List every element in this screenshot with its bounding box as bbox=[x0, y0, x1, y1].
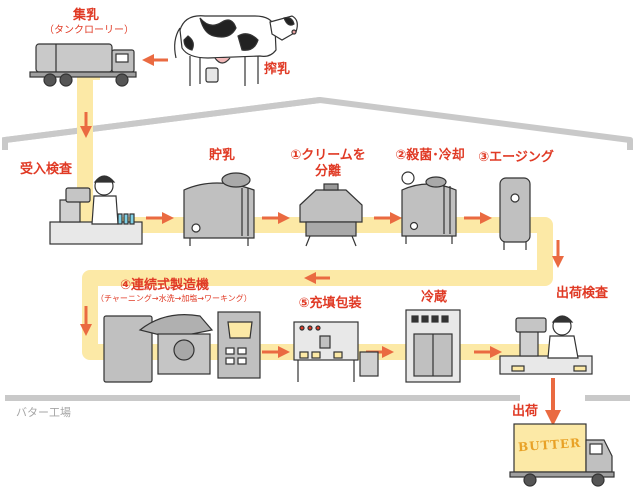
sterilizer-icon bbox=[401, 171, 457, 244]
factory-building bbox=[1, 97, 633, 401]
label-receiving-inspection: 受入検査 bbox=[20, 162, 73, 177]
label-sterilize: ②殺菌･冷却 bbox=[395, 148, 465, 163]
label-shipping: 出荷 bbox=[512, 404, 539, 419]
flow-arrows bbox=[80, 54, 564, 426]
label-milking: 搾乳 bbox=[264, 62, 291, 77]
continuous-machine-icon bbox=[103, 311, 261, 383]
label-continuous-sub: （チャーニング→水洗→加塩→ワーキング） bbox=[96, 294, 252, 303]
label-factory: バター工場 bbox=[16, 406, 71, 419]
cold-storage-icon bbox=[405, 309, 461, 383]
tank-lorry-icon bbox=[29, 43, 137, 87]
receiving-inspection-icon bbox=[49, 175, 143, 245]
label-collection: 集乳 bbox=[72, 8, 100, 23]
shipping-inspection-icon bbox=[499, 315, 593, 375]
label-cream-separation-1: ①クリームを bbox=[290, 148, 366, 163]
storage-tank-icon bbox=[183, 172, 255, 246]
label-collection-sub: （タンクローリー） bbox=[44, 25, 134, 36]
butter-truck-icon bbox=[509, 423, 615, 487]
aging-tank-icon bbox=[499, 177, 531, 250]
cow-icon bbox=[174, 15, 298, 86]
label-filling: ⑤充填包装 bbox=[298, 296, 362, 311]
label-continuous-machine: ④連続式製造機 bbox=[120, 278, 210, 293]
label-cream-separation-2: 分離 bbox=[314, 164, 342, 179]
label-storage: 貯乳 bbox=[208, 148, 236, 163]
flow-path bbox=[77, 64, 568, 360]
cream-separator-icon bbox=[299, 183, 363, 247]
label-shipping-inspection: 出荷検査 bbox=[555, 286, 609, 301]
label-cold-storage: 冷蔵 bbox=[420, 290, 448, 305]
filling-packaging-icon bbox=[293, 321, 379, 382]
label-aging: ③エージング bbox=[478, 150, 554, 165]
